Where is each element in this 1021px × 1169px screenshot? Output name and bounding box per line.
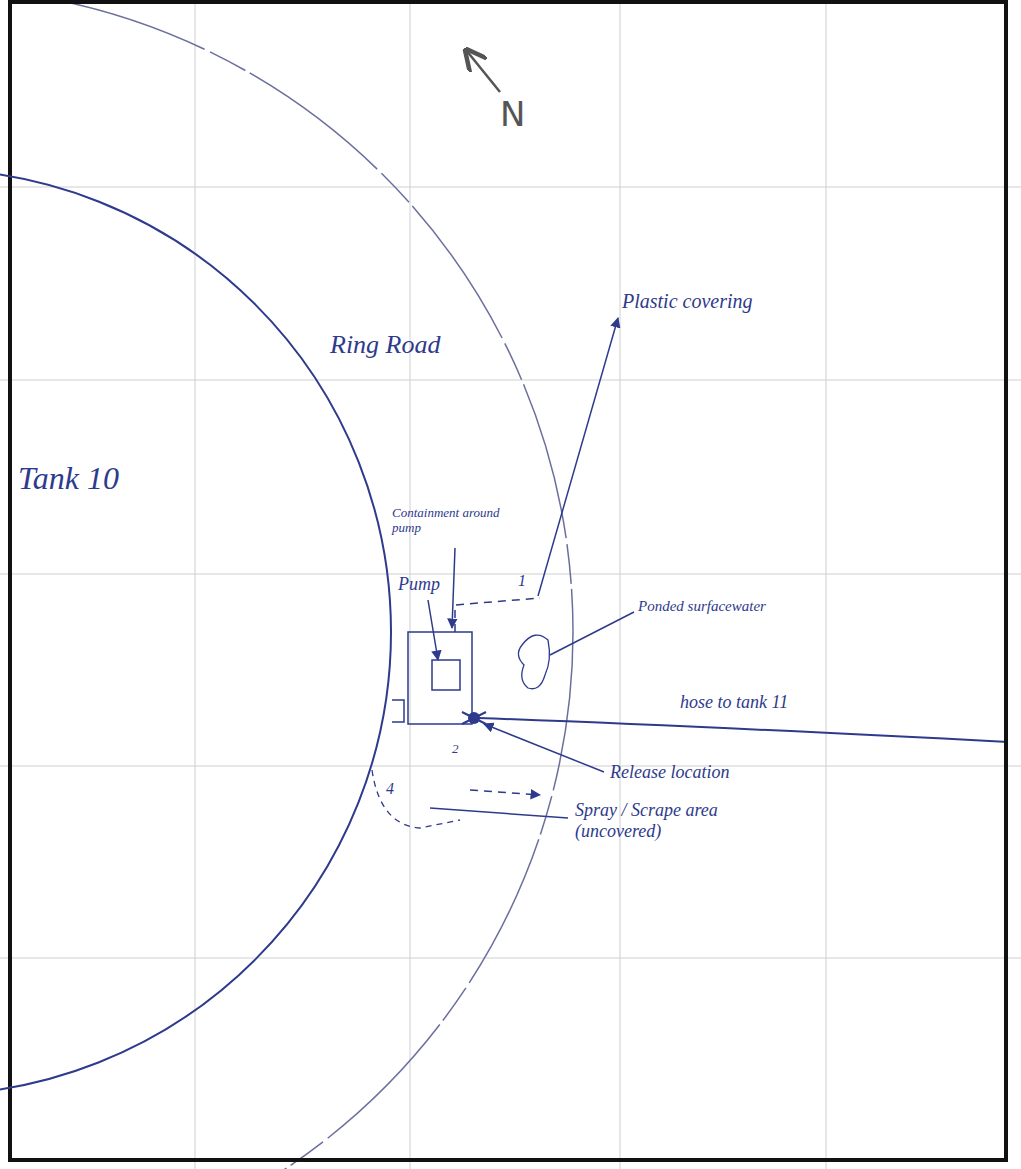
- equipment-label: Pump: [398, 574, 440, 595]
- plastic-covering-edge: [470, 790, 540, 795]
- spray-area-edge: [372, 770, 460, 828]
- tank-outline: [0, 168, 392, 1096]
- north-label: N: [500, 95, 525, 134]
- map-border: [10, 2, 1006, 1160]
- callout-number: 2: [452, 742, 459, 757]
- area-label: Release location: [610, 762, 729, 783]
- road-name: Ring Road: [330, 330, 441, 360]
- pump-square: [432, 660, 460, 690]
- area-label: Plastic covering: [622, 290, 753, 313]
- leader-lines: [428, 318, 634, 818]
- callout-number: 1: [518, 572, 526, 590]
- hose-label: hose to tank 11: [680, 692, 788, 713]
- plastic-covering-edge: [455, 598, 540, 632]
- ring-road-line: [0, 0, 573, 1169]
- area-label: Containment around pump: [392, 506, 504, 536]
- callout-number: 4: [386, 780, 394, 798]
- area-label: Ponded surfacewater: [638, 598, 766, 615]
- tank-circle: Tank 10: [0, 168, 392, 1096]
- containment-square: [408, 632, 472, 724]
- area-label: Spray / Scrape area (uncovered): [575, 800, 765, 841]
- hose-line: [478, 718, 1008, 742]
- bracket-mark: [392, 700, 404, 722]
- tank-label: Tank 10: [18, 460, 119, 497]
- ponded-water-blob: [518, 635, 549, 689]
- north-arrow: [466, 50, 500, 92]
- release-mark: [462, 712, 486, 724]
